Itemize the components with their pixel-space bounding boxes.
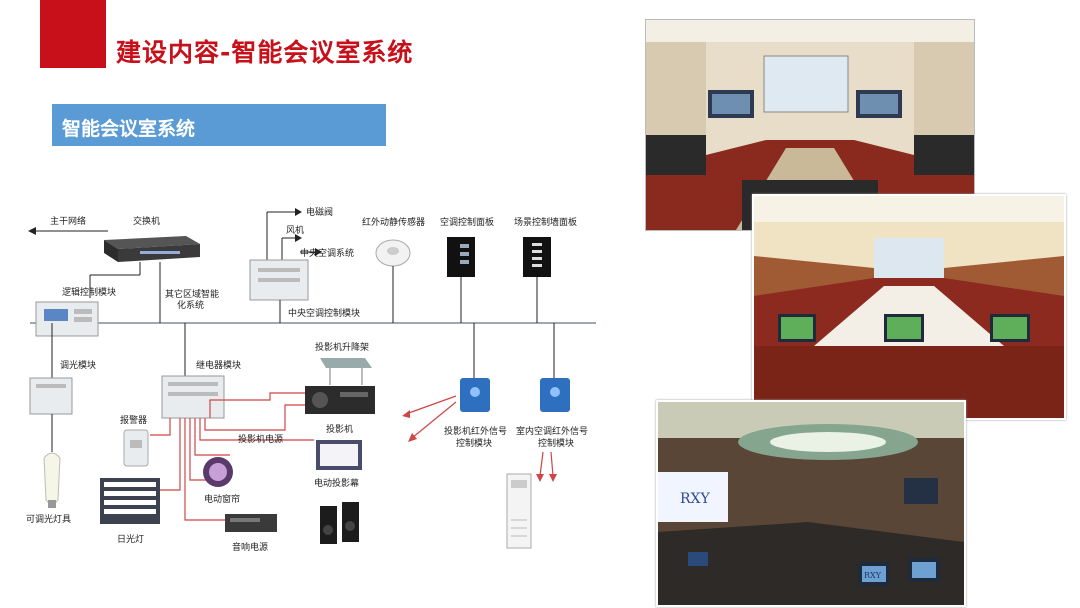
ac-control-module — [249, 259, 309, 301]
pir-sensor-label: 红外动静传感器 — [362, 216, 425, 228]
ir-arrows-ac — [539, 451, 554, 477]
projector-ir-label-2: 控制模块 — [456, 437, 492, 449]
indoor-ac-unit — [506, 473, 532, 549]
ac-panel-label: 空调控制面板 — [440, 216, 494, 228]
fluorescent-device — [100, 478, 160, 524]
motor-curtain-device — [203, 457, 233, 487]
logic-control-module — [35, 301, 99, 337]
backbone-label: 主干网络 — [50, 215, 86, 227]
monitor-logo-text: RXY — [864, 571, 882, 580]
relay-module — [161, 375, 225, 419]
backbone-arrow-icon — [28, 227, 36, 235]
relay-module-label: 继电器模块 — [196, 359, 241, 371]
ac-panel-device — [447, 237, 475, 277]
scene-panel-label: 场景控制墙面板 — [514, 216, 577, 228]
ac-control-module-label: 中央空调控制模块 — [288, 307, 360, 319]
indoor-ac-ir-label-2: 控制模块 — [538, 437, 574, 449]
other-systems-label-1: 其它区域智能 — [165, 288, 219, 300]
audio-power-device — [225, 514, 277, 532]
switch-label: 交换机 — [133, 215, 160, 227]
header-accent-block — [40, 0, 106, 68]
switch-device — [104, 236, 200, 262]
dimmer-module-label: 调光模块 — [60, 359, 96, 371]
alarm-device — [123, 429, 149, 467]
ir-arrows-projector — [405, 395, 457, 439]
dimmable-lamp-device — [43, 452, 61, 508]
other-systems-label-2: 化系统 — [177, 299, 204, 311]
indoor-ac-ir-module — [540, 378, 570, 412]
pir-sensor-device — [375, 239, 411, 267]
projector-label: 投影机 — [326, 423, 353, 435]
dimmable-lamp-label: 可调光灯具 — [26, 513, 71, 525]
meeting-room-photo-2 — [752, 194, 1066, 420]
dimmer-module — [29, 377, 73, 415]
projector-ir-label-1: 投影机红外信号 — [444, 425, 507, 437]
indoor-ac-ir-label-1: 室内空调红外信号 — [516, 425, 588, 437]
motor-screen-label: 电动投影幕 — [314, 477, 359, 489]
audio-power-label: 音响电源 — [232, 541, 268, 553]
section-tab: 智能会议室系统 — [52, 104, 386, 146]
scene-panel-device — [523, 237, 551, 277]
fluorescent-label: 日光灯 — [117, 533, 144, 545]
projector-lift-label: 投影机升降架 — [315, 341, 369, 353]
motor-screen-device — [316, 440, 362, 470]
relay-wires — [150, 392, 314, 521]
screen-logo-text: RXY — [680, 491, 711, 507]
central-ac-label: 中央空调系统 — [300, 247, 354, 259]
projector-ir-module — [460, 378, 490, 412]
solenoid-valve-label: 电磁阀 — [306, 206, 333, 218]
speakers-device — [320, 502, 359, 544]
alarm-label: 报警器 — [120, 414, 147, 426]
fan-label: 风机 — [286, 224, 304, 236]
logic-module-label: 逻辑控制模块 — [62, 286, 116, 298]
projector-lift-device — [320, 358, 372, 385]
projector-power-label: 投影机电源 — [238, 433, 283, 445]
system-diagram: 主干网络 交换机 其它区域智能 化系统 逻辑控制模块 电磁阀 风机 中央空调系统… — [26, 206, 596, 553]
section-title: 智能会议室系统 — [62, 118, 196, 140]
page-title: 建设内容-智能会议室系统 — [116, 38, 414, 67]
projector-device — [305, 386, 375, 414]
meeting-room-photo-3: RXY RXY — [656, 400, 966, 607]
motor-curtain-label: 电动窗帘 — [204, 493, 240, 505]
